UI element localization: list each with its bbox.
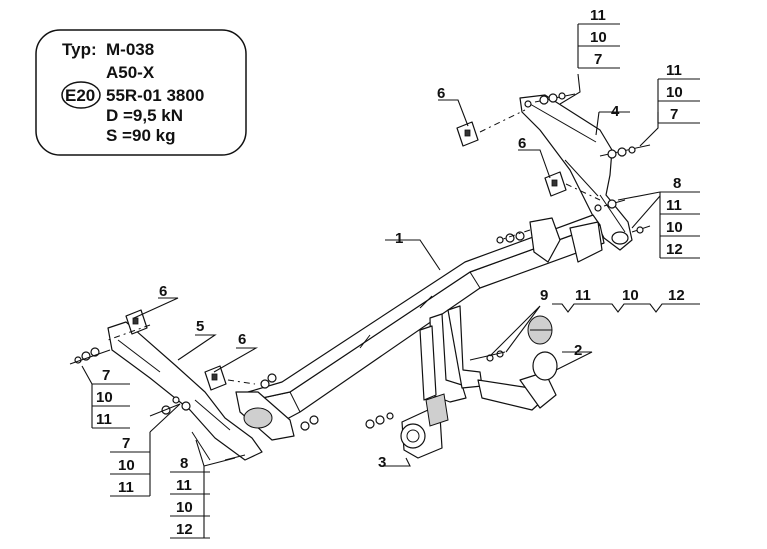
callout-bottom-8: 11 10 12 <box>170 466 210 539</box>
part-label-2: 2 <box>574 342 582 359</box>
callout-right-8-2: 10 <box>666 219 683 236</box>
part-label-6c: 6 <box>159 283 167 300</box>
part-label-8-right: 8 <box>673 175 681 192</box>
callout-top-right-1: 11 <box>666 62 682 79</box>
callout-left-lower-2: 10 <box>118 457 135 474</box>
callout-row-9-1: 11 <box>575 287 591 304</box>
typ-label: Typ: <box>62 40 97 59</box>
callout-bottom-8-3: 12 <box>176 521 193 538</box>
right-bracket <box>519 94 633 251</box>
variant: A50-X <box>106 63 155 82</box>
plates-6 <box>125 121 567 391</box>
callout-row-9: 11 10 12 <box>552 287 700 313</box>
socket-plate <box>400 393 449 459</box>
callout-top-center-2: 10 <box>590 29 607 46</box>
ball-bar <box>477 315 558 411</box>
callout-top-right-2: 10 <box>666 84 683 101</box>
spec-box-frame <box>35 29 247 156</box>
part-labels: 1 2 3 4 5 6 6 6 6 8 8 9 <box>159 85 681 472</box>
part-label-5: 5 <box>196 318 204 335</box>
callout-right-8-1: 11 <box>666 197 682 214</box>
e20-badge-ring <box>61 81 101 109</box>
d-value: D =9,5 kN <box>106 106 183 125</box>
callout-left-upper-1: 7 <box>102 367 110 384</box>
part-label-6a: 6 <box>437 85 445 102</box>
part-label-4: 4 <box>611 103 620 120</box>
typ-value: M-038 <box>106 40 154 59</box>
callout-bottom-8-2: 10 <box>176 499 193 516</box>
callout-top-center-3: 7 <box>594 51 602 68</box>
cross-beam <box>235 214 605 441</box>
callout-row-9-3: 12 <box>668 287 685 304</box>
callout-top-center: 11 10 7 <box>577 7 620 69</box>
approval-number: 55R-01 3800 <box>106 86 204 105</box>
part-label-6b: 6 <box>518 135 526 152</box>
callout-top-right-3: 7 <box>670 106 678 123</box>
callout-left-upper-3: 11 <box>96 411 112 428</box>
callout-row-9-2: 10 <box>622 287 639 304</box>
part-label-3: 3 <box>378 454 386 471</box>
callout-left-lower: 7 10 11 <box>110 432 151 497</box>
s-value: S =90 kg <box>106 126 175 145</box>
callout-left-lower-3: 11 <box>118 479 134 496</box>
callout-bottom-8-1: 11 <box>176 477 192 494</box>
callout-right-8: 11 10 12 <box>659 191 700 259</box>
part-label-6d: 6 <box>238 331 246 348</box>
assembly-guides <box>107 109 601 385</box>
mount-support <box>419 305 483 403</box>
spec-box: Typ: M-038 A50-X E20 55R-01 3800 D =9,5 … <box>35 29 247 156</box>
cert-badge: E20 <box>65 86 95 105</box>
part-label-1: 1 <box>395 230 403 247</box>
part-label-8-bottom: 8 <box>180 455 188 472</box>
callout-left-upper-2: 10 <box>96 389 113 406</box>
callout-top-center-1: 11 <box>590 7 606 24</box>
callout-left-lower-1: 7 <box>122 435 130 452</box>
left-bracket <box>107 321 263 461</box>
callout-left-upper: 7 10 11 <box>91 367 130 429</box>
part-label-9: 9 <box>540 287 548 304</box>
callout-right-8-3: 12 <box>666 241 683 258</box>
leader-lines <box>81 73 661 467</box>
callout-top-right: 11 10 7 <box>657 62 700 124</box>
